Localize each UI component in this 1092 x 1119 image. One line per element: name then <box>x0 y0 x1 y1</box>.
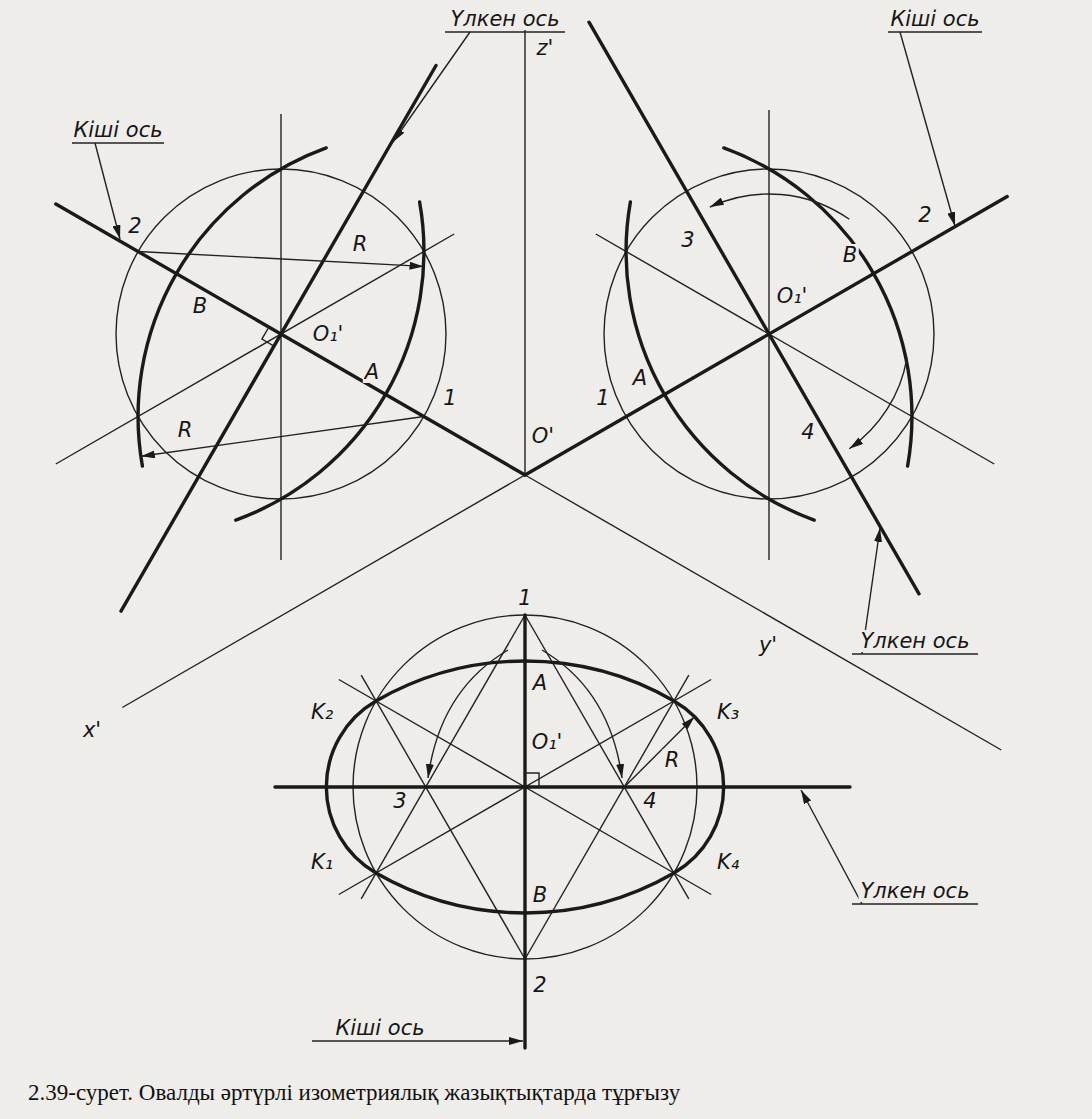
leader-lines <box>72 32 982 1041</box>
radius-label: R <box>663 749 682 771</box>
radius-arrow <box>141 417 424 457</box>
point-label: B <box>191 295 209 317</box>
radius-arrow <box>624 717 694 787</box>
construction-line <box>596 234 994 464</box>
point-label: 1 <box>516 587 533 609</box>
leader-underline <box>852 903 978 904</box>
point-label: 3 <box>679 229 696 251</box>
oval <box>326 661 723 913</box>
minor-axis <box>523 615 526 1048</box>
axis-label: y' <box>757 634 779 656</box>
leader-label: Үлкен ось <box>858 880 971 902</box>
tangent-point-label: K₂ <box>309 701 335 723</box>
right-angle-mark <box>262 327 274 346</box>
point-label: 1 <box>441 387 458 409</box>
z-axis <box>524 30 525 475</box>
axis-label: x' <box>81 719 103 741</box>
leader-label: Кіші ось <box>888 8 981 30</box>
leader-underline <box>445 31 565 32</box>
oval-arc <box>138 148 326 466</box>
right-angle-mark <box>525 773 539 787</box>
swing-arrow <box>710 194 850 219</box>
swing-arrow <box>428 650 508 778</box>
radius-arrow <box>138 252 423 267</box>
point-label: 4 <box>799 421 816 443</box>
leader-line <box>312 1040 523 1041</box>
swing-arrow <box>849 358 907 448</box>
oval-arc <box>236 202 424 520</box>
point-label: B <box>841 244 859 266</box>
point-label: 2 <box>126 215 143 237</box>
leader-line <box>95 143 120 239</box>
point-label: A <box>531 672 549 694</box>
leader-label: Үлкен ось <box>448 8 561 30</box>
radius-label: R <box>351 233 370 255</box>
tangent-point-label: K₃ <box>715 701 741 723</box>
leader-underline <box>888 31 982 32</box>
point-label: 4 <box>641 790 658 812</box>
point-label: 2 <box>916 204 933 226</box>
isometric-axes <box>122 30 1001 750</box>
major-axis <box>589 22 919 594</box>
major-axis <box>121 66 436 612</box>
point-label: 1 <box>594 387 611 409</box>
left-oval-construction <box>56 66 525 612</box>
center-label: O₁' <box>530 731 565 753</box>
leader-underline <box>852 653 978 654</box>
tangent-point-label: K₄ <box>715 851 741 873</box>
construction-line <box>361 615 525 899</box>
point-label: A <box>631 367 649 389</box>
point-label: B <box>531 884 549 906</box>
center-label: O₁' <box>775 285 810 307</box>
minor-axis <box>56 204 525 475</box>
leader-label: Кіші ось <box>333 1017 426 1039</box>
point-label: 3 <box>391 790 408 812</box>
leader-label: Кіші ось <box>71 119 164 141</box>
construction-line <box>525 675 689 959</box>
leader-line <box>393 32 470 142</box>
leader-line <box>900 32 955 226</box>
minor-axis <box>525 197 1007 476</box>
right-oval-construction <box>525 22 1007 594</box>
construction-line <box>361 675 525 959</box>
construction-line <box>56 234 454 464</box>
tangent-point-label: K₁ <box>309 851 335 873</box>
center-label: O₁' <box>311 323 346 345</box>
leader-line <box>801 790 862 904</box>
major-axis <box>275 785 850 788</box>
bottom-oval-construction <box>275 615 850 1048</box>
leader-underline <box>72 142 164 143</box>
construction-line <box>525 615 689 899</box>
origin-label: O' <box>530 425 556 447</box>
leader-label: Үлкен ось <box>858 630 971 652</box>
axis-label: z' <box>535 37 556 59</box>
figure-caption: 2.39-сурет. Овалды әртүрлі изометриялық … <box>28 1080 680 1106</box>
y-axis <box>525 475 1001 750</box>
point-label: A <box>363 361 381 383</box>
x-axis <box>122 475 525 708</box>
radius-label: R <box>176 419 195 441</box>
oval-arc <box>626 202 814 520</box>
point-label: 2 <box>531 974 548 996</box>
swing-arrow <box>542 650 622 778</box>
